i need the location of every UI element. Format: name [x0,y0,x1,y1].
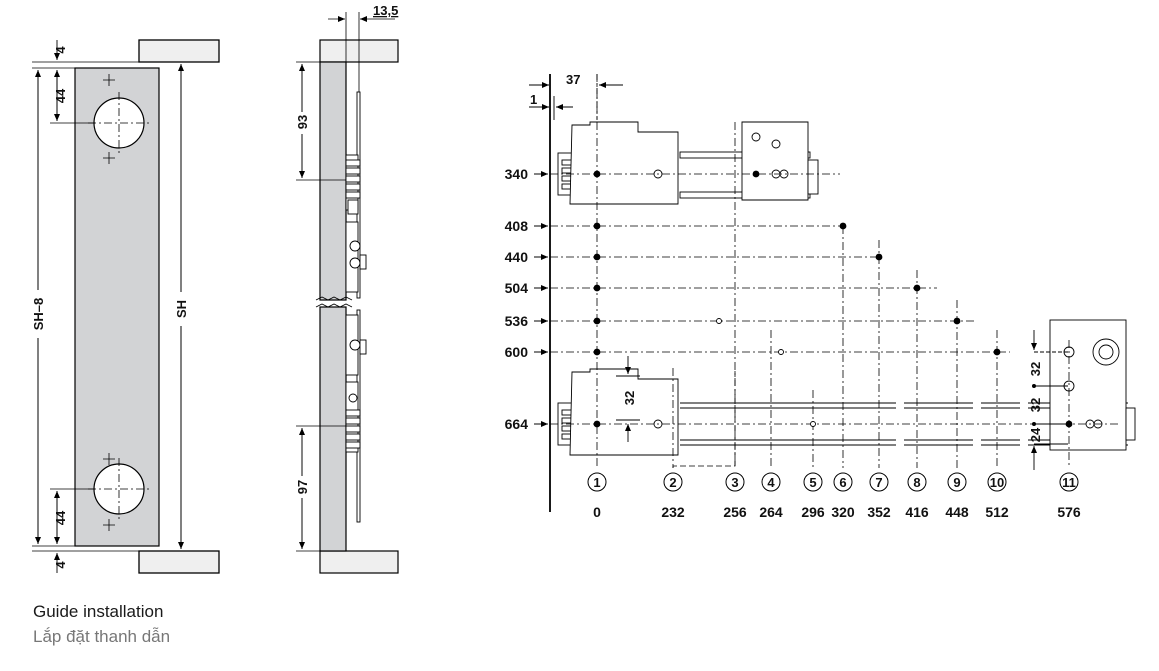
hole-dot [593,253,601,261]
row-label-440: 440 [505,249,529,265]
right-pitch-b: 32 [1028,398,1043,412]
column-value-2: 232 [661,504,685,520]
column-value-1: 0 [593,504,601,520]
hole-small [810,421,816,427]
row-label-408: 408 [505,218,529,234]
column-number-5: 5 [809,475,816,490]
grid-layer: 3404084405045366006641022323256426452966… [505,74,1120,520]
right-pitch-c: 24 [1028,427,1043,442]
hole-dot [1065,420,1073,428]
column-value-11: 576 [1057,504,1081,520]
column-marker-4 [761,472,781,492]
column-marker-3 [725,472,745,492]
rail-step-line [672,370,736,468]
column-marker-1 [587,472,607,492]
hole-dot [752,170,760,178]
side-wall-upper [319,61,347,301]
caption-subtitle: Lắp đặt thanh dẫn [33,627,171,646]
column-value-5: 296 [801,504,825,520]
hole-small [778,349,784,355]
column-marker-7 [869,472,889,492]
hole-dot [839,222,847,230]
edge-offset-label: 1 [530,92,537,107]
row-label-600: 600 [505,344,529,360]
column-value-3: 256 [723,504,747,520]
column-value-8: 416 [905,504,929,520]
side-wall-lower [319,306,347,552]
hole-dot [875,253,883,261]
caption-title: Guide installation [33,602,164,621]
hole-dot [593,348,601,356]
column-marker-2 [663,472,683,492]
column-number-1: 1 [593,475,600,490]
bottom-hole-label: 44 [53,510,68,525]
column-value-10: 512 [985,504,1009,520]
column-marker-10 [987,472,1007,492]
row-label-536: 536 [505,313,529,329]
hole-dot [593,420,601,428]
bottom-gap-label: 4 [53,561,68,569]
column-number-6: 6 [839,475,846,490]
column-marker-11 [1059,472,1079,492]
hole-grid-view: 37 1 [505,72,1136,520]
column-value-6: 320 [831,504,855,520]
column-value-9: 448 [945,504,969,520]
right-pitch-a: 32 [1028,362,1043,376]
column-number-7: 7 [875,475,882,490]
front-panel-view: 4 44 44 4 SH–8 SH [30,39,220,574]
hole-dot [913,284,921,292]
column-number-4: 4 [767,475,775,490]
column-marker-9 [947,472,967,492]
cabinet-top-board [138,39,220,63]
column-number-3: 3 [731,475,738,490]
installation-drawing: 4 44 44 4 SH–8 SH [30,3,1136,574]
column-number-8: 8 [913,475,920,490]
column-number-2: 2 [669,475,676,490]
column-value-4: 264 [759,504,783,520]
column-marker-5 [803,472,823,492]
side-top-offset-label: 93 [295,115,310,129]
hole-dot [593,317,601,325]
hole-dot [993,348,1001,356]
row-label-664: 664 [505,416,529,432]
top-pitch-label: 32 [622,391,637,405]
hole-dot [593,284,601,292]
top-hole-label: 44 [53,88,68,103]
column-number-10: 10 [990,475,1004,490]
height-label: SH [174,300,189,318]
hole-dot [593,170,601,178]
column-number-9: 9 [953,475,960,490]
cabinet-bottom-board [138,550,220,574]
top-offset-label: 37 [566,72,580,87]
top-gap-label: 4 [53,46,68,54]
column-number-11: 11 [1062,475,1076,490]
hole-dot [593,222,601,230]
row-label-340: 340 [505,166,529,182]
hole-dot [953,317,961,325]
side-section-view: 93 97 13,5 [294,3,399,574]
inner-height-label: SH–8 [31,298,46,331]
column-marker-6 [833,472,853,492]
row-label-504: 504 [505,280,529,296]
side-thickness-label: 13,5 [373,3,398,18]
column-marker-8 [907,472,927,492]
hole-small [716,318,722,324]
side-bottom-offset-label: 97 [295,480,310,494]
column-value-7: 352 [867,504,891,520]
